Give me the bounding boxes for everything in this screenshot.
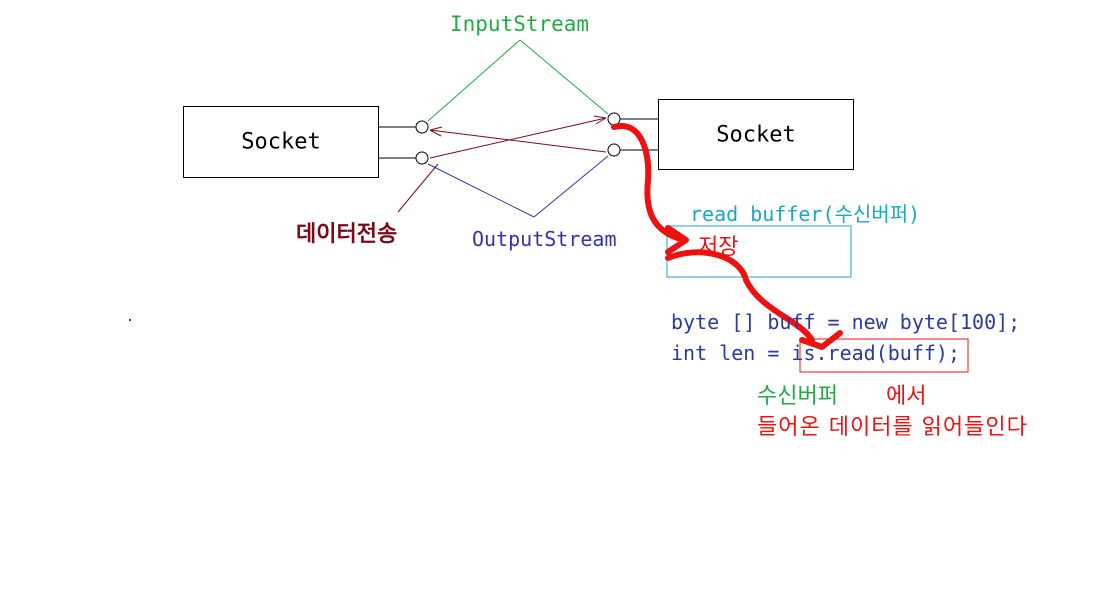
stray-dot (129, 319, 131, 321)
left-socket-label: Socket (241, 129, 321, 155)
store-label: 저장 (698, 235, 739, 260)
output-stream-label: OutputStream (472, 227, 617, 251)
read-call-highlight (799, 338, 969, 373)
input-stream-line-left (427, 39, 521, 122)
transfer-arrowhead-b2 (429, 129, 442, 137)
left-port-output (415, 151, 429, 165)
output-stream-line-left (427, 163, 535, 218)
code-line-2-prefix: int len = (671, 341, 792, 365)
right-socket-box: Socket (658, 99, 854, 170)
left-socket-box: Socket (183, 106, 379, 178)
transfer-arrowhead-a2 (595, 117, 607, 125)
input-stream-line-right (519, 39, 609, 115)
transfer-line-a (429, 117, 607, 159)
flow-arrow-head-2 (799, 330, 843, 350)
transfer-line-b (429, 129, 607, 153)
right-socket-label: Socket (716, 122, 796, 147)
transfer-arrowhead-b1 (429, 126, 443, 131)
code-line-2: int len = is.read(buff); (671, 341, 960, 365)
transfer-label-pointer (397, 163, 439, 213)
right-port-input (607, 143, 621, 157)
code-line-1: byte [] buff = new byte[100]; (671, 310, 1021, 334)
note-line-1-from: 에서 (886, 384, 927, 409)
code-line-2-suffix: ; (947, 341, 961, 365)
read-buffer-label: read buffer(수신버퍼) (690, 202, 921, 226)
note-line-1-buffer: 수신버퍼 (757, 384, 838, 409)
data-transfer-label: 데이터전송 (296, 222, 398, 247)
read-call-text: is.read(buff) (791, 341, 948, 365)
output-stream-line-right (533, 155, 609, 218)
flow-arrow-path-2 (665, 249, 815, 343)
note-line-2: 들어온 데이터를 읽어들인다 (757, 415, 1028, 440)
input-stream-label: InputStream (450, 12, 590, 36)
flow-arrow-path (611, 123, 687, 243)
left-port-input (415, 120, 429, 134)
flow-arrow-head-1 (665, 225, 689, 255)
transfer-arrowhead-a1 (593, 115, 607, 119)
